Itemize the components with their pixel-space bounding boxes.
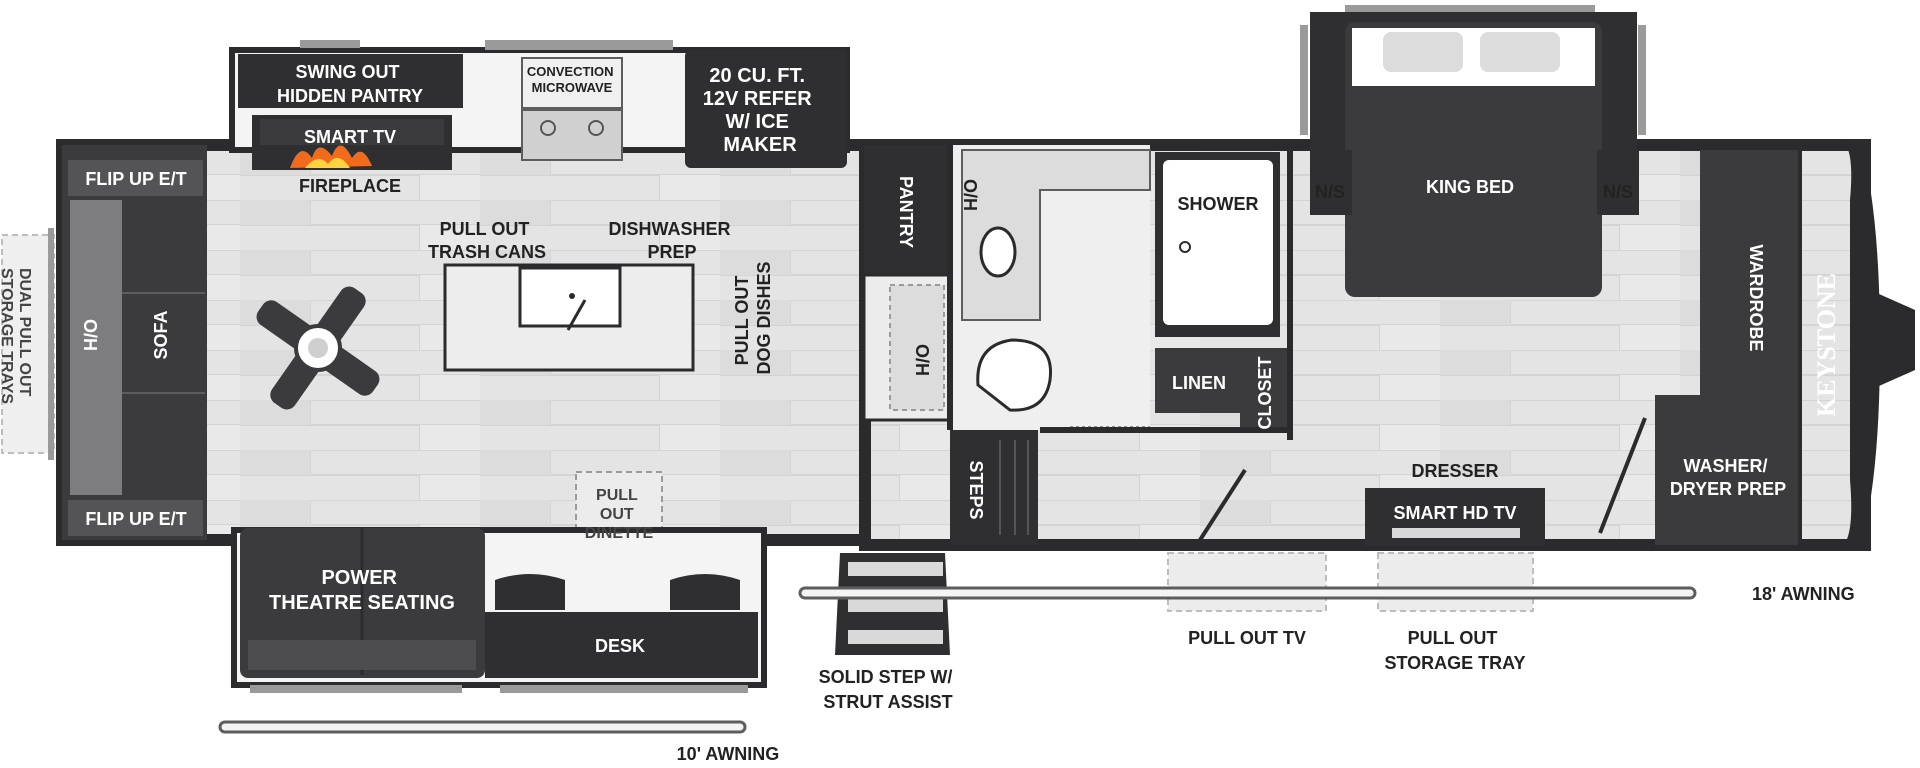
flip-up-top-label: FLIP UP E/T <box>85 169 186 189</box>
solid-step-label: SOLID STEP W/ STRUT ASSIST <box>819 667 958 712</box>
nightstand-left <box>1310 150 1352 215</box>
pull-out-tv-label: PULL OUT TV <box>1188 628 1306 648</box>
stove <box>521 109 623 161</box>
closet <box>1240 348 1290 433</box>
pull-out-trash-label: PULL OUT TRASH CANS <box>428 219 546 262</box>
ns-left-label: N/S <box>1315 182 1345 202</box>
refrigerator <box>685 50 847 168</box>
smart-tv-label: SMART TV <box>304 127 396 147</box>
oh-left-label: O/H <box>80 319 100 351</box>
oh-bath-label: O/H <box>960 179 980 211</box>
dual-pull-out-label: DUAL PULL OUT STORAGE TRAYS <box>0 268 33 404</box>
closet-label: CLOSET <box>1255 356 1275 429</box>
awning-10 <box>218 720 747 734</box>
linen-label: LINEN <box>1172 373 1226 393</box>
flip-up-bottom-label: FLIP UP E/T <box>85 509 186 529</box>
stool-right <box>670 574 740 610</box>
shower-label: SHOWER <box>1178 194 1259 214</box>
brand-label: KEYSTONE <box>1812 273 1841 417</box>
solid-step <box>835 553 950 655</box>
desk <box>485 612 758 678</box>
dog-dishes-label: PULL OUT DOG DISHES <box>732 261 774 374</box>
stool-left <box>495 574 565 610</box>
pull-out-storage-area <box>1377 552 1534 612</box>
bottom-slide <box>231 527 767 693</box>
oh-pantry-label: O/H <box>912 344 932 376</box>
hitch <box>1870 290 1915 390</box>
ns-right-label: N/S <box>1603 182 1633 202</box>
toilet <box>976 338 1053 412</box>
sofa-label: SOFA <box>151 310 171 359</box>
flip-up-panel-top <box>68 160 203 196</box>
pantry <box>864 145 950 275</box>
vanity <box>961 149 1151 321</box>
fire-icon <box>290 145 372 168</box>
front-cap <box>1840 140 1880 548</box>
linen-cabinet <box>1155 348 1240 413</box>
smart-hd-tv-label: SMART HD TV <box>1394 503 1517 523</box>
entry-steps <box>950 430 1038 545</box>
microwave <box>521 57 623 109</box>
storage-tray-label: PULL OUT STORAGE TRAY <box>1384 628 1525 673</box>
wardrobe-label: WARDROBE <box>1746 245 1766 352</box>
microwave-label: CONVECTION MICROWAVE <box>527 64 617 95</box>
refer-label: 20 CU. FT. 12V REFER W/ ICE MAKER <box>703 65 818 156</box>
kitchen-island <box>443 263 695 372</box>
awning-10-label: 10' AWNING <box>677 744 780 764</box>
washer-dryer-label: WASHER/ DRYER PREP <box>1670 456 1786 499</box>
dinette-label: PULL OUT DINETTE <box>585 487 654 542</box>
pillow-right <box>1480 32 1560 72</box>
pantry-block <box>862 145 952 422</box>
awning-18-label: 18' AWNING <box>1752 584 1855 604</box>
dishwasher-prep-label: DISHWASHER PREP <box>608 219 735 262</box>
bedroom <box>1198 5 1802 546</box>
pantry-label: PANTRY <box>896 176 916 248</box>
kitchen-slide <box>229 40 850 170</box>
swing-out-pantry-label: SWING OUT HIDDEN PANTRY <box>277 62 423 106</box>
bathroom <box>947 145 1293 440</box>
oh-cabinet <box>70 200 122 495</box>
flip-up-panel-bottom <box>68 500 203 536</box>
smart-tv-screen <box>260 119 444 145</box>
steps-label: STEPS <box>966 460 986 519</box>
nightstand-right <box>1597 150 1639 215</box>
dresser-label: DRESSER <box>1411 461 1498 481</box>
pull-out-tv-area <box>1167 552 1327 612</box>
bath-sink <box>979 226 1017 278</box>
ceiling-fan-icon <box>256 286 380 410</box>
sofa-area <box>1 145 207 540</box>
theatre-label: POWER THEATRE SEATING <box>269 567 455 614</box>
fireplace-label: FIREPLACE <box>299 176 401 196</box>
washer-dryer <box>1655 395 1800 545</box>
king-bed-label: KING BED <box>1426 177 1514 197</box>
wardrobe <box>1700 150 1800 395</box>
awning-18 <box>798 586 1697 600</box>
hidden-pantry <box>238 54 463 108</box>
pillow-left <box>1383 32 1463 72</box>
desk-label: DESK <box>595 636 645 656</box>
